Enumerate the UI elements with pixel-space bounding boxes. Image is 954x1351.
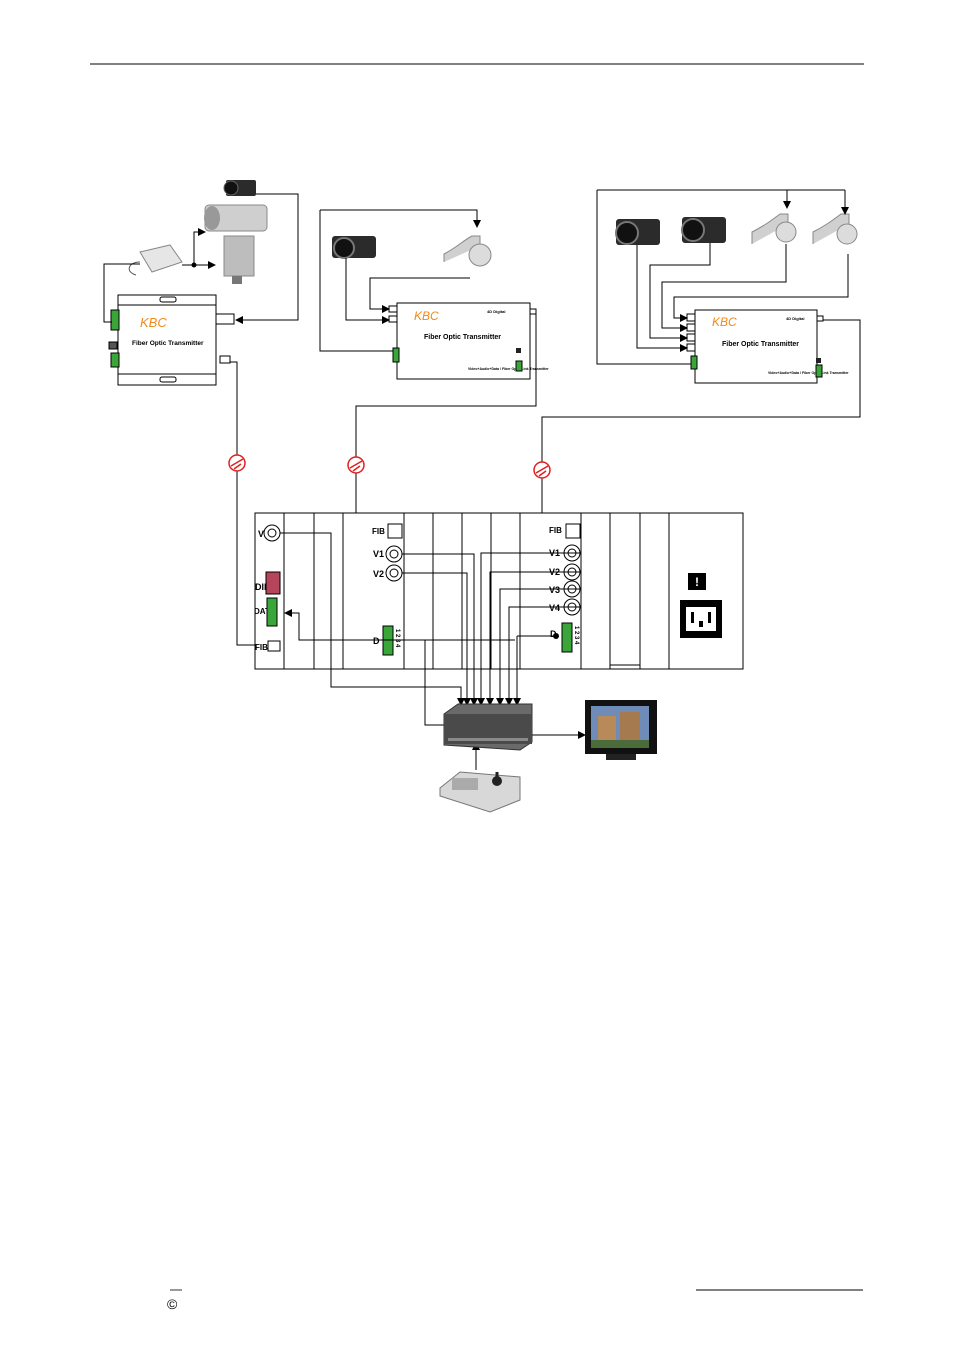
d-label: D	[373, 636, 380, 646]
power-adapter-icon	[128, 244, 183, 276]
transmitter-2-title: Fiber Optic Transmitter	[424, 334, 501, 341]
dip-label: DIP	[255, 582, 270, 592]
warning-icon	[688, 573, 706, 590]
transmitter-3: KBC 4D Digital Fiber Optic Transmitter V…	[686, 309, 849, 384]
data-terminal	[266, 597, 278, 627]
camera-icon	[223, 180, 256, 196]
d-label: D	[550, 629, 557, 639]
bnc-connector-icon	[263, 524, 281, 542]
transmitter-3-title: Fiber Optic Transmitter	[722, 341, 799, 348]
camera-icon	[332, 236, 376, 259]
v1-label: V1	[373, 549, 384, 559]
warning-symbol: !	[695, 575, 699, 589]
transmitter-2-logo: KBC	[414, 309, 439, 323]
transmitter-1: KBC Fiber Optic Transmitter	[108, 294, 235, 386]
v2-label: V2	[373, 569, 384, 579]
data-terminal	[561, 622, 573, 653]
receiver-rack	[254, 512, 744, 670]
fiber-cable-icon	[347, 456, 365, 474]
fib-label: FIB	[255, 643, 268, 652]
monitor-icon	[585, 700, 657, 760]
fib-port	[387, 523, 403, 539]
speed-dome-camera-icon	[751, 213, 797, 244]
dvr-unit-icon	[443, 703, 533, 751]
camera-icon	[615, 219, 660, 245]
transmitter-2: KBC 4D Digital Fiber Optic Transmitter V…	[388, 302, 549, 380]
fib-label: FIB	[549, 526, 562, 535]
video-out-label: V	[258, 529, 264, 539]
fib-label: FIB	[372, 527, 385, 536]
speed-dome-camera-icon	[443, 235, 492, 267]
transmitter-3-badge: 4D Digital	[786, 316, 804, 321]
copyright-symbol: ©	[167, 1296, 178, 1312]
transmitter-1-title: Fiber Optic Transmitter	[132, 340, 204, 347]
receiver-card-1: V DIP DATA FIB	[254, 524, 281, 652]
transmitter-2-badge: 4D Digital	[487, 309, 505, 314]
transmitter-2-sub: Video+Audio+Data / Fiber Optic Link Tran…	[468, 367, 549, 371]
transmitter-3-sub: Video+Audio+Data / Fiber Optic Link Tran…	[768, 371, 849, 375]
fiber-cable-icon	[533, 461, 551, 479]
fiber-cable-icon	[228, 454, 246, 472]
ptz-keyboard-icon	[439, 771, 521, 813]
pin-numbers: 1 2 3 4	[394, 629, 400, 648]
housing-camera-icon	[204, 204, 268, 284]
pin-numbers: 1 2 3 4	[573, 626, 579, 645]
transmitter-1-logo: KBC	[140, 315, 167, 330]
bnc-connector-icon	[385, 545, 403, 563]
transmitter-3-logo: KBC	[712, 315, 737, 329]
speed-dome-camera-icon	[812, 213, 858, 245]
power-module: !	[680, 573, 722, 638]
v4-label: V4	[549, 603, 560, 613]
fib-port	[267, 640, 281, 652]
bnc-connector-icon	[385, 564, 403, 582]
dip-switch[interactable]	[265, 571, 281, 595]
fib-port	[565, 523, 581, 539]
data-label: DATA	[254, 607, 275, 616]
v3-label: V3	[549, 585, 560, 595]
camera-icon	[681, 217, 726, 243]
